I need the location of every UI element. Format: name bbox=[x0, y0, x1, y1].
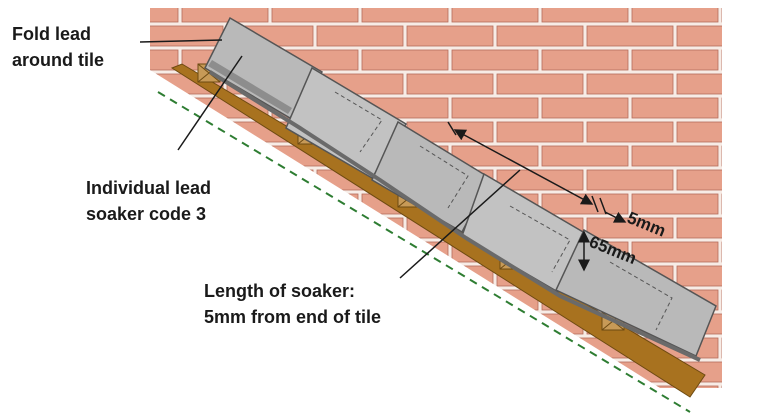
rafter bbox=[170, 63, 706, 398]
length-label-line2: 5mm from end of tile bbox=[204, 307, 381, 327]
dashed-roof-line bbox=[157, 91, 691, 413]
fold-lead-label-line1: Fold lead bbox=[12, 24, 91, 44]
tile bbox=[285, 66, 408, 180]
fold-lead-label-line2: around tile bbox=[12, 50, 104, 70]
soaker-label-line2: soaker code 3 bbox=[86, 204, 206, 224]
soaker-leader bbox=[177, 55, 243, 151]
soaker-strip bbox=[208, 70, 701, 362]
fold-lead-leader bbox=[139, 39, 223, 43]
length-leader bbox=[399, 169, 521, 279]
soaker-label-line1: Individual lead bbox=[86, 178, 211, 198]
length-dimension bbox=[447, 121, 607, 215]
length-label-line1: Length of soaker: bbox=[204, 281, 355, 301]
